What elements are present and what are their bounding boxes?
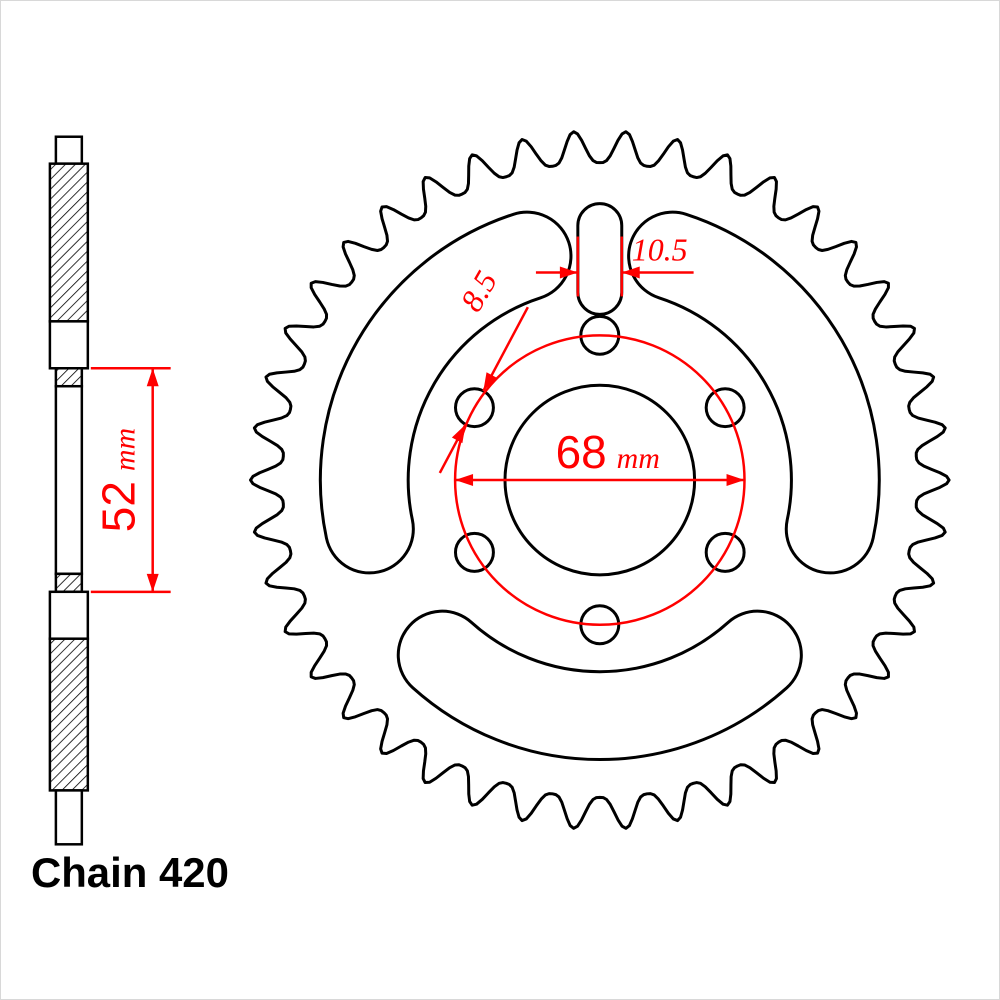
mounting-slot bbox=[576, 202, 624, 316]
bcd-unit: mm bbox=[617, 442, 660, 475]
lower-spacer-section bbox=[48, 590, 90, 640]
side-section-view bbox=[48, 135, 90, 846]
upper-hatched-section bbox=[48, 162, 90, 323]
hub-width-unit: mm bbox=[109, 428, 142, 471]
bcd-dimension-label: 68 mm bbox=[556, 426, 660, 478]
hub-width-value: 52 bbox=[93, 481, 145, 532]
shaft-top-cap bbox=[54, 135, 84, 165]
kidney-cutout-upper-right bbox=[627, 210, 881, 575]
chain-type-label: Chain 420 bbox=[31, 849, 229, 896]
shaft-bottom-cap bbox=[54, 789, 84, 846]
hub-width-label: 52 mm bbox=[93, 428, 145, 532]
lower-seal-section bbox=[54, 572, 84, 594]
lower-hatched-section bbox=[48, 637, 90, 792]
bcd-value: 68 bbox=[556, 426, 607, 478]
upper-seal-section bbox=[54, 367, 84, 388]
upper-spacer-section bbox=[48, 320, 90, 370]
kidney-cutout-bottom bbox=[396, 609, 803, 762]
hub-section bbox=[54, 384, 84, 576]
slot-width-label: 10.5 bbox=[632, 232, 688, 267]
